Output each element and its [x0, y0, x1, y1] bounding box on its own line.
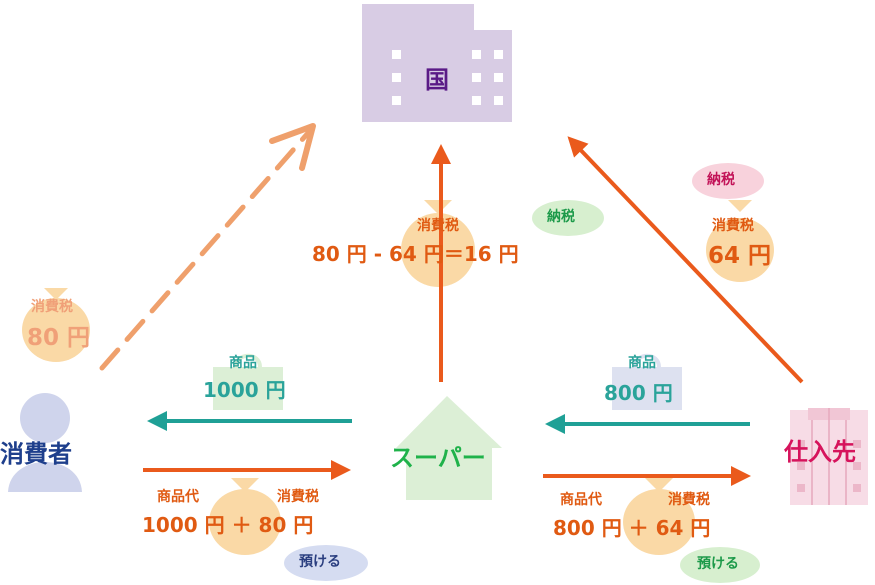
building-icon: [362, 4, 512, 122]
money-bag-icon: [401, 200, 475, 287]
consumer-price-label: 商品代: [157, 489, 199, 505]
money-bag-icon: [623, 478, 695, 555]
store-total: 800 円 ＋ 64 円: [553, 516, 711, 540]
supplier-goods-label: 商品: [628, 355, 656, 371]
house-icon: [396, 396, 502, 500]
speech-bubble: [692, 163, 764, 199]
consumer-total: 1000 円 ＋ 80 円: [142, 513, 314, 537]
consumer-tax-label-2: 消費税: [277, 489, 319, 505]
dashed-arrowhead: [269, 123, 316, 171]
store-goods-label: 商品: [229, 355, 257, 371]
supplier-tax-label: 消費税: [712, 218, 754, 234]
store-deposit-bubble: 預ける: [697, 556, 739, 572]
consumer-tax-label: 消費税: [31, 299, 73, 315]
store-tax-formula: 80 円 - 64 円＝16 円: [312, 242, 519, 266]
supplier-tax-amount: 64 円: [708, 243, 772, 269]
office-building-icon: [790, 408, 868, 505]
consumer-tax-amount: 80 円: [27, 325, 91, 351]
store-pay-bubble: 納税: [547, 209, 575, 225]
supplier-tax-arrow: [567, 136, 804, 384]
store-goods-price: 1000 円: [203, 378, 286, 402]
consumer-label: 消費者: [0, 440, 72, 468]
money-bag-icon: [706, 200, 774, 282]
supplier-goods-price: 800 円: [604, 381, 673, 405]
dashed-arrow: [99, 130, 311, 371]
money-bag-icon: [22, 288, 90, 362]
shopping-bag-icon: [612, 353, 682, 410]
store-label: スーパー: [390, 444, 486, 472]
speech-bubble: [532, 200, 604, 236]
shopping-bag-icon: [213, 353, 283, 410]
consumer-deposit-bubble: 預ける: [299, 554, 341, 570]
supplier-label: 仕入先: [784, 438, 856, 466]
store-price-label: 商品代: [560, 492, 602, 508]
person-icon: [8, 393, 82, 492]
store-tax-label: 消費税: [417, 218, 459, 234]
supplier-pay-bubble: 納税: [707, 172, 735, 188]
money-bag-icon: [209, 478, 281, 555]
speech-bubble: [680, 547, 760, 583]
speech-bubble: [284, 545, 368, 581]
government-label: 国: [425, 66, 449, 94]
store-tax-label-2: 消費税: [668, 492, 710, 508]
